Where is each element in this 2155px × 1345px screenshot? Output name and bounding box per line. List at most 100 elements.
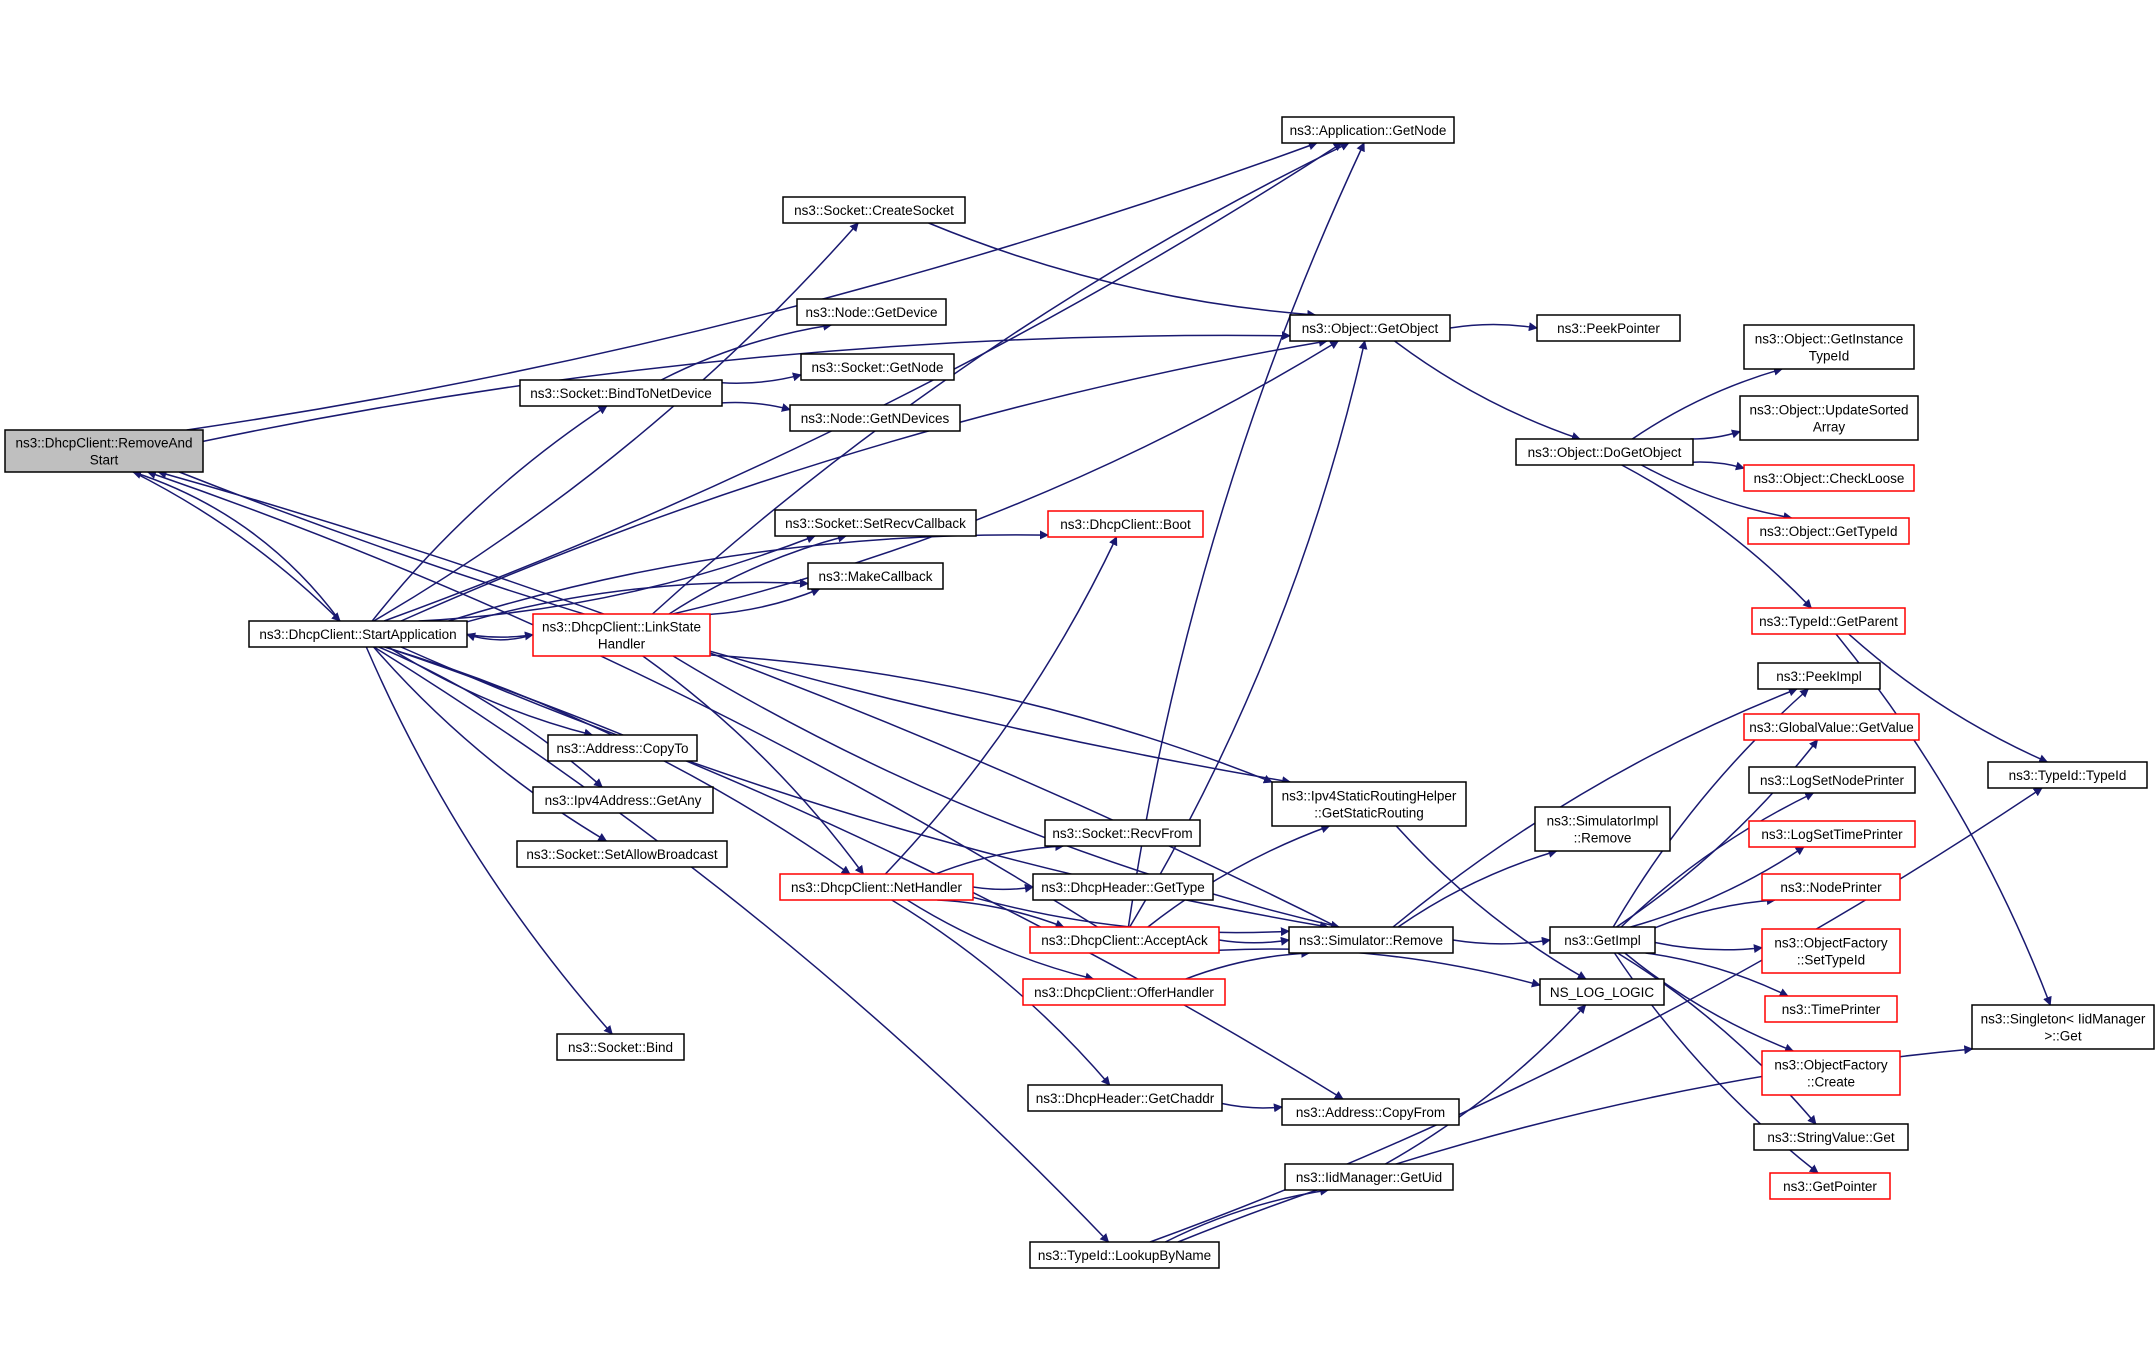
node-box[interactable] bbox=[1757, 662, 1881, 690]
node-box[interactable] bbox=[1288, 926, 1454, 954]
node-box[interactable] bbox=[782, 196, 966, 224]
node-box[interactable] bbox=[1022, 978, 1226, 1006]
function-node[interactable]: ns3::DhcpClient::NetHandler bbox=[779, 873, 974, 901]
node-box[interactable] bbox=[1761, 873, 1901, 901]
node-box[interactable] bbox=[1743, 464, 1915, 492]
function-node[interactable]: ns3::Object::GetObject bbox=[1289, 314, 1451, 342]
node-box[interactable] bbox=[1281, 1098, 1460, 1126]
function-node[interactable]: ns3::DhcpClient::Boot bbox=[1047, 510, 1204, 538]
node-box[interactable] bbox=[1029, 926, 1220, 954]
node-box[interactable] bbox=[1029, 1241, 1220, 1269]
node-box[interactable] bbox=[1027, 1084, 1223, 1112]
function-node[interactable]: ns3::PeekPointer bbox=[1536, 314, 1681, 342]
function-node[interactable]: ns3::TimePrinter bbox=[1764, 995, 1898, 1023]
node-box[interactable] bbox=[1539, 978, 1665, 1006]
node-box[interactable] bbox=[1748, 820, 1916, 848]
node-box[interactable] bbox=[1761, 1050, 1901, 1096]
node-box[interactable] bbox=[248, 620, 468, 648]
node-box[interactable] bbox=[1534, 806, 1671, 852]
node-box[interactable] bbox=[1284, 1163, 1454, 1191]
function-node[interactable]: ns3::Ipv4Address::GetAny bbox=[532, 786, 714, 814]
function-node[interactable]: ns3::Object::CheckLoose bbox=[1743, 464, 1915, 492]
function-node[interactable]: ns3::LogSetNodePrinter bbox=[1748, 766, 1916, 794]
function-node[interactable]: ns3::Object::GetTypeId bbox=[1747, 517, 1910, 545]
function-node[interactable]: ns3::GetImpl bbox=[1549, 926, 1656, 954]
function-node[interactable]: ns3::Socket::GetNode bbox=[800, 353, 955, 381]
function-node[interactable]: ns3::MakeCallback bbox=[807, 562, 944, 590]
function-node[interactable]: ns3::DhcpHeader::GetChaddr bbox=[1027, 1084, 1223, 1112]
function-node[interactable]: ns3::DhcpHeader::GetType bbox=[1032, 873, 1214, 901]
node-box[interactable] bbox=[532, 786, 714, 814]
function-node[interactable]: ns3::IidManager::GetUid bbox=[1284, 1163, 1454, 1191]
node-box[interactable] bbox=[807, 562, 944, 590]
function-node[interactable]: ns3::Socket::SetAllowBroadcast bbox=[516, 840, 728, 868]
node-box[interactable] bbox=[1032, 873, 1214, 901]
function-node[interactable]: ns3::GetPointer bbox=[1769, 1172, 1891, 1200]
node-box[interactable] bbox=[1971, 1004, 2155, 1050]
function-node[interactable]: ns3::Simulator::Remove bbox=[1288, 926, 1454, 954]
node-box[interactable] bbox=[1761, 928, 1901, 974]
function-node[interactable]: ns3::Socket::RecvFrom bbox=[1044, 819, 1201, 847]
node-box[interactable] bbox=[796, 298, 947, 326]
node-box[interactable] bbox=[1271, 781, 1467, 827]
function-node[interactable]: ns3::Address::CopyFrom bbox=[1281, 1098, 1460, 1126]
node-box[interactable] bbox=[1764, 995, 1898, 1023]
function-node[interactable]: ns3::TypeId::TypeId bbox=[1987, 761, 2148, 789]
node-box[interactable] bbox=[1751, 607, 1906, 635]
node-box[interactable] bbox=[1515, 438, 1694, 466]
function-node[interactable]: ns3::DhcpClient::AcceptAck bbox=[1029, 926, 1220, 954]
node-box[interactable] bbox=[1748, 766, 1916, 794]
function-node[interactable]: ns3::DhcpClient::OfferHandler bbox=[1022, 978, 1226, 1006]
function-node[interactable]: ns3::GlobalValue::GetValue bbox=[1743, 713, 1920, 741]
node-box[interactable] bbox=[556, 1033, 685, 1061]
function-node[interactable]: ns3::TypeId::GetParent bbox=[1751, 607, 1906, 635]
node-box[interactable] bbox=[779, 873, 974, 901]
node-box[interactable] bbox=[1549, 926, 1656, 954]
function-node[interactable]: ns3::StringValue::Get bbox=[1753, 1123, 1909, 1151]
function-node[interactable]: ns3::Object::DoGetObject bbox=[1515, 438, 1694, 466]
function-node[interactable]: ns3::LogSetTimePrinter bbox=[1748, 820, 1916, 848]
function-node[interactable]: ns3::Socket::Bind bbox=[556, 1033, 685, 1061]
node-box[interactable] bbox=[1753, 1123, 1909, 1151]
function-node[interactable]: ns3::Node::GetNDevices bbox=[789, 404, 961, 432]
node-box[interactable] bbox=[800, 353, 955, 381]
function-node[interactable]: ns3::Ipv4StaticRoutingHelper::GetStaticR… bbox=[1271, 781, 1467, 827]
node-box[interactable] bbox=[1047, 510, 1204, 538]
node-box[interactable] bbox=[774, 509, 977, 537]
node-box[interactable] bbox=[4, 429, 204, 473]
node-box[interactable] bbox=[1987, 761, 2148, 789]
node-box[interactable] bbox=[1769, 1172, 1891, 1200]
node-box[interactable] bbox=[1536, 314, 1681, 342]
function-node[interactable]: ns3::Socket::CreateSocket bbox=[782, 196, 966, 224]
function-node[interactable]: ns3::Socket::SetRecvCallback bbox=[774, 509, 977, 537]
node-box[interactable] bbox=[1289, 314, 1451, 342]
node-box[interactable] bbox=[789, 404, 961, 432]
node-box[interactable] bbox=[1747, 517, 1910, 545]
function-node[interactable]: ns3::DhcpClient::StartApplication bbox=[248, 620, 468, 648]
function-node[interactable]: ns3::Node::GetDevice bbox=[796, 298, 947, 326]
node-box[interactable] bbox=[1743, 324, 1915, 370]
node-box[interactable] bbox=[1739, 395, 1919, 441]
function-node[interactable]: ns3::NodePrinter bbox=[1761, 873, 1901, 901]
function-node[interactable]: ns3::Singleton< IidManager >::Get bbox=[1971, 1004, 2155, 1050]
node-box[interactable] bbox=[532, 613, 711, 657]
function-node[interactable]: NS_LOG_LOGIC bbox=[1539, 978, 1665, 1006]
node-box[interactable] bbox=[516, 840, 728, 868]
function-node[interactable]: ns3::TypeId::LookupByName bbox=[1029, 1241, 1220, 1269]
function-node[interactable]: ns3::SimulatorImpl::Remove bbox=[1534, 806, 1671, 852]
node-box[interactable] bbox=[1044, 819, 1201, 847]
function-node[interactable]: ns3::Application::GetNode bbox=[1281, 116, 1455, 144]
node-box[interactable] bbox=[519, 379, 723, 407]
node-box[interactable] bbox=[547, 734, 698, 762]
function-node[interactable]: ns3::Socket::BindToNetDevice bbox=[519, 379, 723, 407]
function-node[interactable]: ns3::ObjectFactory::Create bbox=[1761, 1050, 1901, 1096]
function-node[interactable]: ns3::PeekImpl bbox=[1757, 662, 1881, 690]
function-node[interactable]: ns3::ObjectFactory::SetTypeId bbox=[1761, 928, 1901, 974]
function-node[interactable]: ns3::Address::CopyTo bbox=[547, 734, 698, 762]
node-box[interactable] bbox=[1743, 713, 1920, 741]
node-box[interactable] bbox=[1281, 116, 1455, 144]
